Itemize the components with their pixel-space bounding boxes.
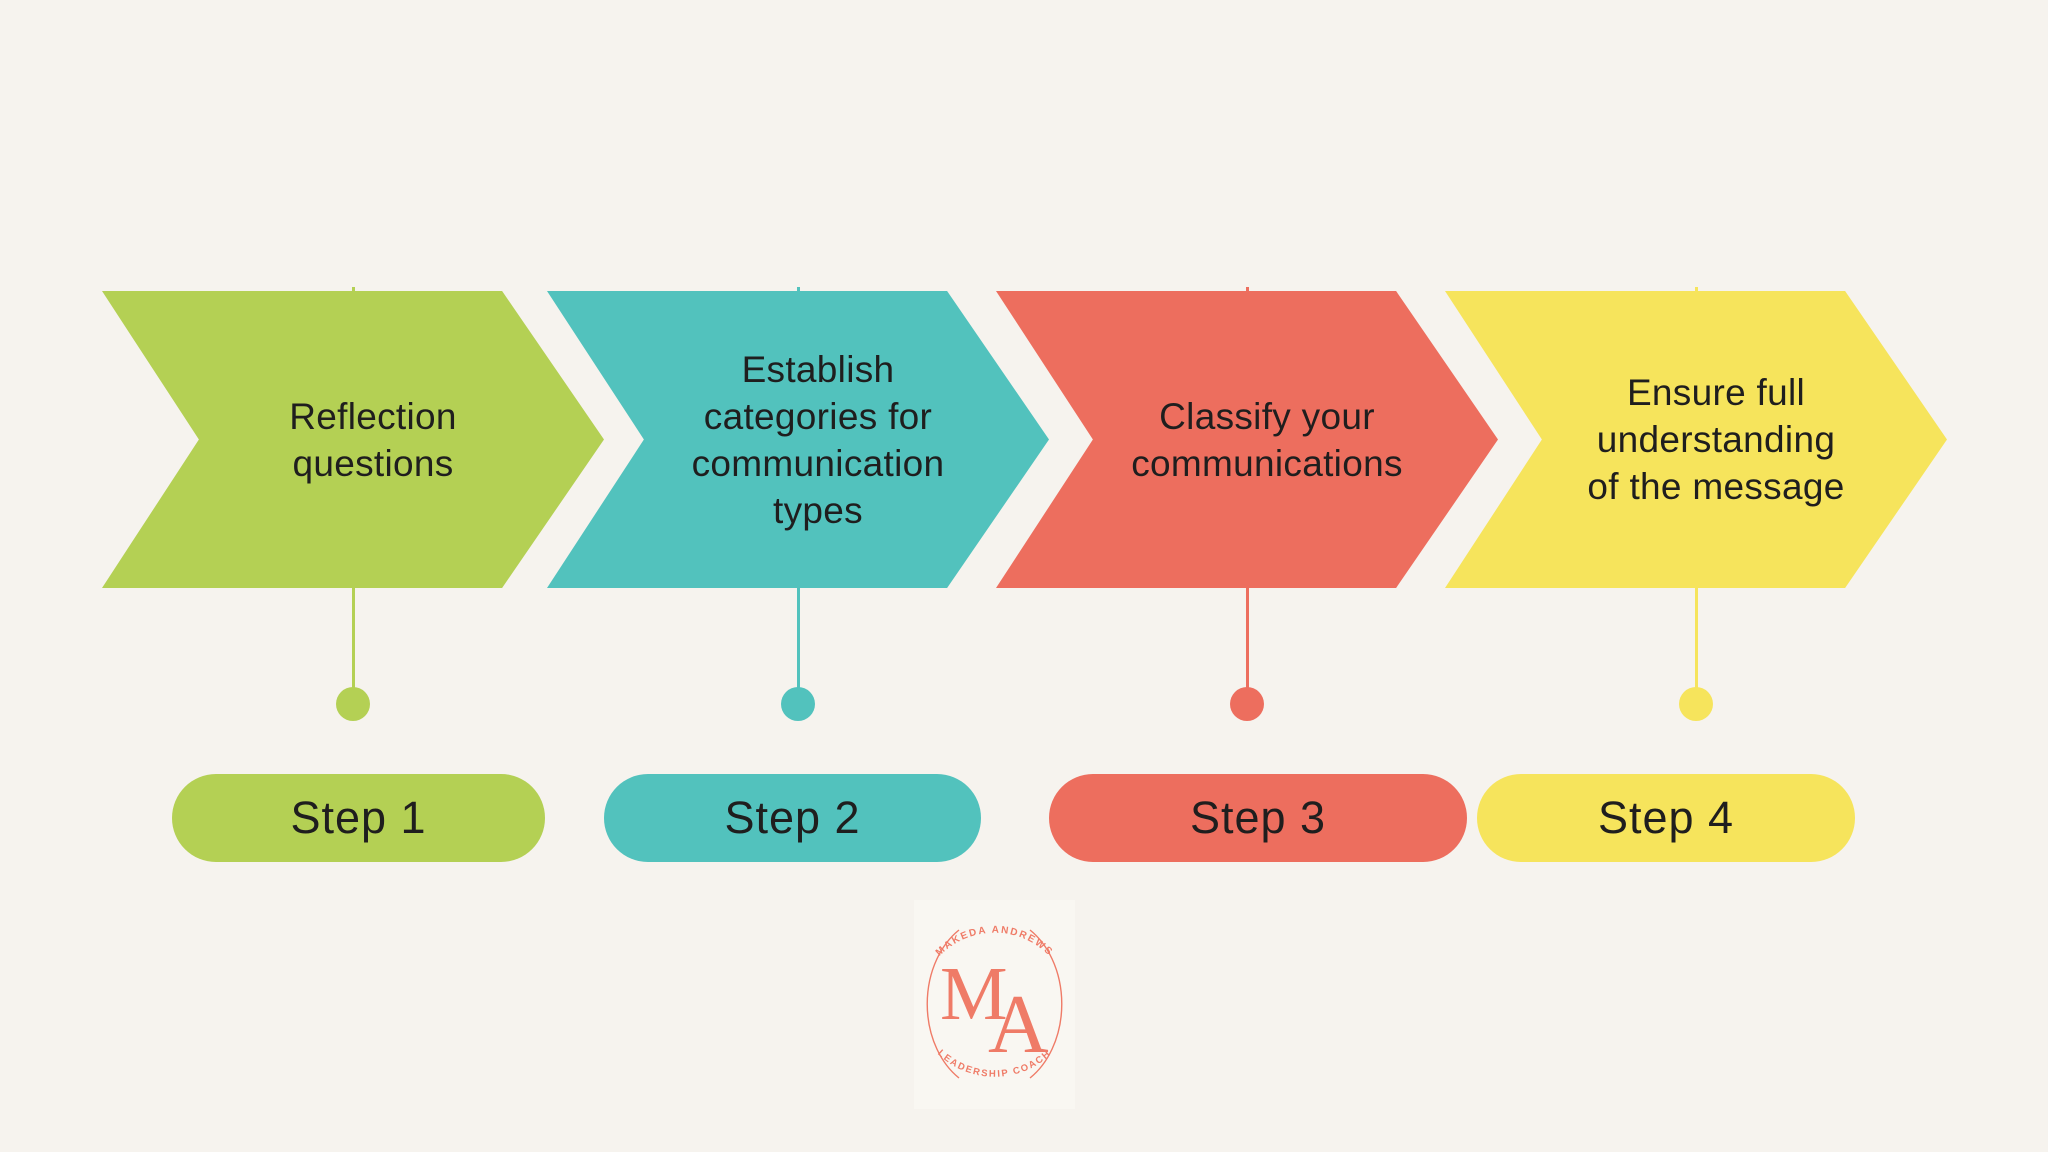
step-1-connector-dot [336,687,370,721]
step-1-chevron: Reflection questions [102,291,604,588]
step-4-connector-dot [1679,687,1713,721]
chevron-text-line: Reflection [289,395,457,437]
step-4-chevron: Ensure full understanding of the message [1445,291,1947,588]
step-3-label: Step 3 [1189,792,1327,843]
step-4-description: Ensure full understanding of the message [1547,369,1844,510]
step-4-label: Step 4 [1597,792,1735,843]
brand-logo-badge: MAKEDA ANDREWS LEADERSHIP COACH M A [926,925,1063,1080]
step-3-chevron: Classify your communications [996,291,1498,588]
chevron-text-line: types [773,489,863,531]
logo-oval-right-arc [1029,929,1063,1079]
step-3-description: Classify your communications [1091,393,1403,487]
step-2-description: Establish categories for communication t… [652,346,945,534]
step-1-label: Step 1 [290,792,427,843]
chevron-text-line: communications [1131,442,1403,484]
chevron-text-line: communication [691,442,945,484]
step-3-pill: Step 3 [1049,774,1467,862]
chevron-text-line: questions [292,442,454,484]
chevron-text-line: Establish [741,348,895,390]
chevron-text-line: of the message [1587,466,1845,507]
brand-logo-card: MAKEDA ANDREWS LEADERSHIP COACH M A [914,900,1075,1109]
step-4-pill: Step 4 [1477,774,1855,862]
chevron-text-line: categories for [703,395,933,437]
logo-monogram-a: A [988,978,1049,1071]
step-2-pill: Step 2 [604,774,981,862]
step-3-connector-dot [1230,687,1264,721]
logo-monogram-m: M [940,952,1008,1036]
step-1-description: Reflection questions [249,393,457,487]
logo-oval-left-arc [926,929,960,1079]
chevron-text-line: Classify your [1159,395,1375,437]
step-2-connector-dot [781,687,815,721]
step-1-pill: Step 1 [172,774,545,862]
chevron-text-line: Ensure full [1626,372,1806,413]
step-2-label: Step 2 [724,792,861,843]
chevron-text-line: understanding [1596,419,1836,460]
step-2-chevron: Establish categories for communication t… [547,291,1049,588]
